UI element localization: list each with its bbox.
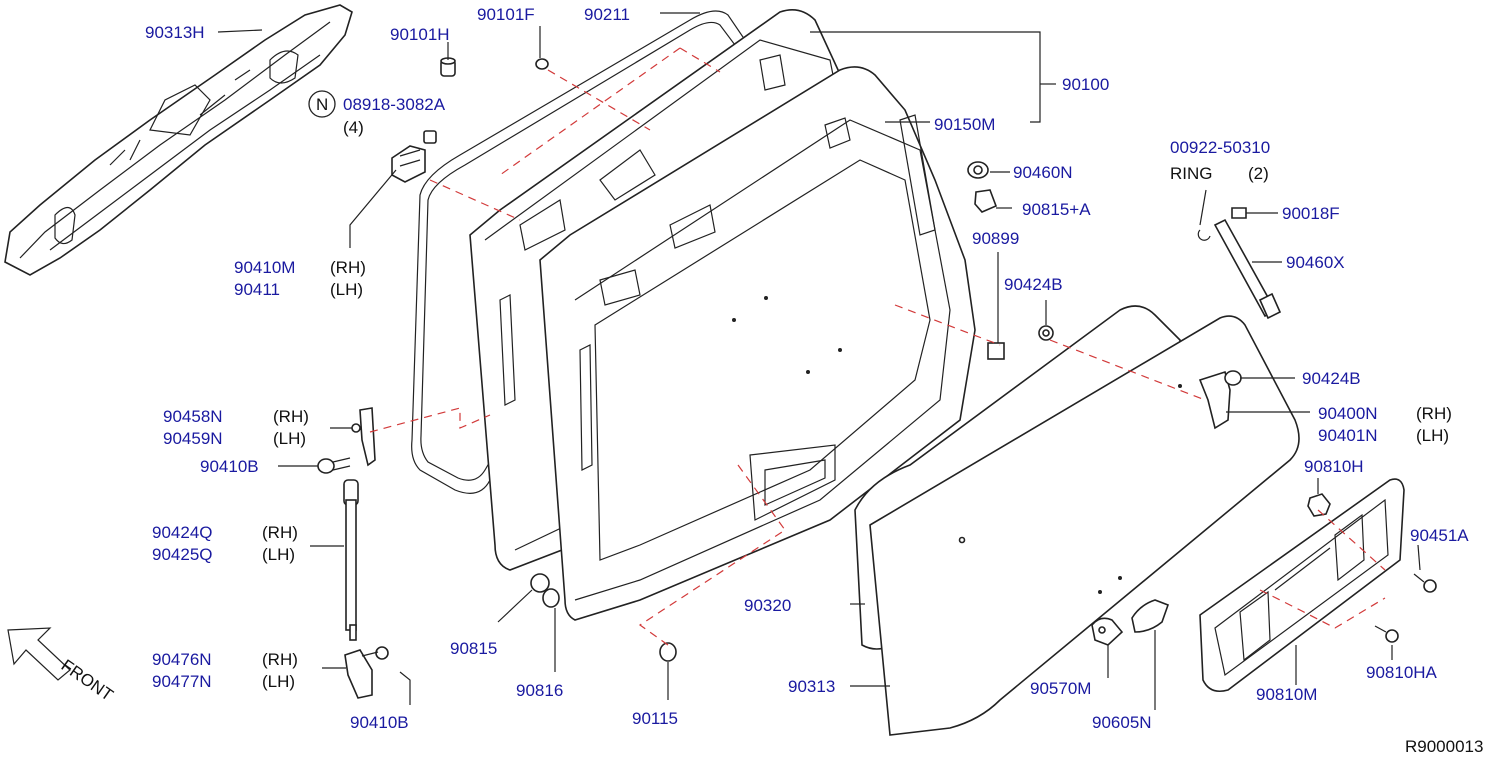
label-90459N: 90459N [163,429,223,448]
label-90401N-side: (LH) [1416,426,1449,445]
nut-90424B-drawing [1038,325,1054,341]
label-90424B-upper: 90424B [1004,275,1063,294]
n-symbol-circle [308,90,336,118]
bracket-90458N-drawing [351,407,376,467]
n-symbol: N [316,95,328,114]
leader-lines [217,12,1421,710]
label-90425Q-side: (LH) [262,545,295,564]
labels: 90313H 90101H 90101F 90211 90100 N 08918… [58,5,1484,756]
bolt-90410B-upper-drawing [317,457,351,474]
label-90424B-lower: 90424B [1302,369,1361,388]
garnish-90810M-drawing [1199,478,1405,693]
handle-90605N-drawing [1131,599,1170,633]
label-90211: 90211 [584,5,630,24]
label-90101F: 90101F [477,5,535,24]
label-90320: 90320 [744,596,791,615]
label-90476N-side: (RH) [262,650,298,669]
label-90810H: 90810H [1304,457,1364,476]
label-90313: 90313 [788,677,835,696]
label-90018F: 90018F [1282,204,1340,223]
label-90477N-side: (LH) [262,672,295,691]
bumper-90815-drawing [530,573,550,593]
label-90425Q: 90425Q [152,545,213,564]
clip-90815A-drawing [974,189,998,213]
insulator-panel-drawing [4,4,353,276]
diagram-code: R9000013 [1405,737,1483,756]
dashed-guides [369,47,1386,646]
label-90460N: 90460N [1013,163,1073,182]
label-90815A: 90815+A [1022,200,1091,219]
label-90411: 90411 [234,280,280,299]
label-90815: 90815 [450,639,497,658]
label-90477N: 90477N [152,672,212,691]
label-90899: 90899 [972,229,1019,248]
label-90101H: 90101H [390,25,450,44]
rear-glass-90320-drawing [854,305,1300,736]
nut-08918-drawing [423,130,437,144]
label-90410B-upper: 90410B [200,457,259,476]
label-90424Q: 90424Q [152,523,213,542]
label-90458N-side: (RH) [273,407,309,426]
label-90810M: 90810M [1256,685,1317,704]
label-90410B-lower: 90410B [350,713,409,732]
clip-90101F-drawing [535,58,549,70]
bolt-90101H-drawing [440,57,456,77]
label-90810HA: 90810HA [1366,663,1438,682]
hinge-90410M-drawing [391,145,426,183]
front-arrow-icon [7,627,71,681]
label-90816: 90816 [516,681,563,700]
label-90476N: 90476N [152,650,212,669]
label-90458N: 90458N [163,407,223,426]
label-90605N: 90605N [1092,713,1152,732]
nut-90810H-drawing [1307,493,1331,517]
label-90460X: 90460X [1286,253,1345,272]
clip-90460N-drawing [967,161,989,179]
label-90424Q-side: (RH) [262,523,298,542]
label-ring-qty: (2) [1248,164,1269,183]
label-90410M-side: (RH) [330,258,366,277]
label-08918-3082A: 08918-3082A [343,95,446,114]
label-90115: 90115 [632,709,678,728]
label-90400N-side: (RH) [1416,404,1452,423]
gas-stay-90460X-drawing [1197,207,1282,320]
screw-90451A-drawing [1413,573,1437,593]
label-90100: 90100 [1062,75,1109,94]
screw-90810HA-drawing [1374,625,1399,643]
bracket-90476N-drawing [344,646,389,699]
label-90400N: 90400N [1318,404,1378,423]
label-90451A: 90451A [1410,526,1469,545]
plug-90115-drawing [659,642,677,662]
plug-90816-drawing [542,588,560,608]
label-90411-side: (LH) [330,280,363,299]
label-08918-qty: (4) [343,118,364,137]
inner-panel-90150M-drawing [539,66,976,621]
bracket-90570M-drawing [1091,617,1124,646]
label-90459N-side: (LH) [273,429,306,448]
label-90150M: 90150M [934,115,995,134]
label-90401N: 90401N [1318,426,1378,445]
label-90410M: 90410M [234,258,295,277]
hinge-90400N-drawing [1198,370,1242,430]
label-90570M: 90570M [1030,679,1091,698]
gas-stay-90424Q-drawing [343,479,359,641]
front-direction-label: FRONT [58,656,117,705]
bumper-90899-drawing [987,342,1005,360]
label-00922-50310: 00922-50310 [1170,138,1270,157]
label-90313H: 90313H [145,23,205,42]
label-ring: RING [1170,164,1213,183]
